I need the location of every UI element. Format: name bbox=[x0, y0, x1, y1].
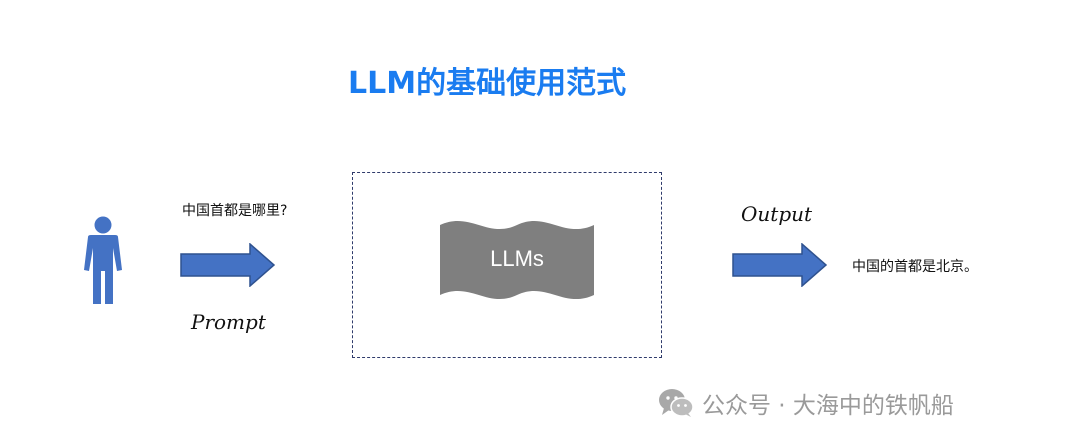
user-person-icon bbox=[84, 216, 122, 304]
watermark: 公众号 · 大海中的铁帆船 bbox=[658, 386, 954, 420]
output-arrow-icon bbox=[732, 243, 828, 287]
diagram-title: LLM的基础使用范式 bbox=[348, 66, 627, 101]
watermark-text: 公众号 · 大海中的铁帆船 bbox=[702, 393, 954, 419]
prompt-label: Prompt bbox=[191, 310, 266, 334]
llm-tape-shape bbox=[440, 220, 594, 300]
llm-label: LLMs bbox=[490, 246, 544, 271]
input-arrow-icon bbox=[180, 243, 276, 287]
output-label: Output bbox=[741, 202, 813, 226]
llm-dashed-box bbox=[352, 172, 662, 358]
output-answer-text: 中国的首都是北京。 bbox=[852, 259, 978, 275]
wechat-icon bbox=[659, 389, 694, 417]
prompt-question-text: 中国首都是哪里? bbox=[182, 203, 288, 219]
